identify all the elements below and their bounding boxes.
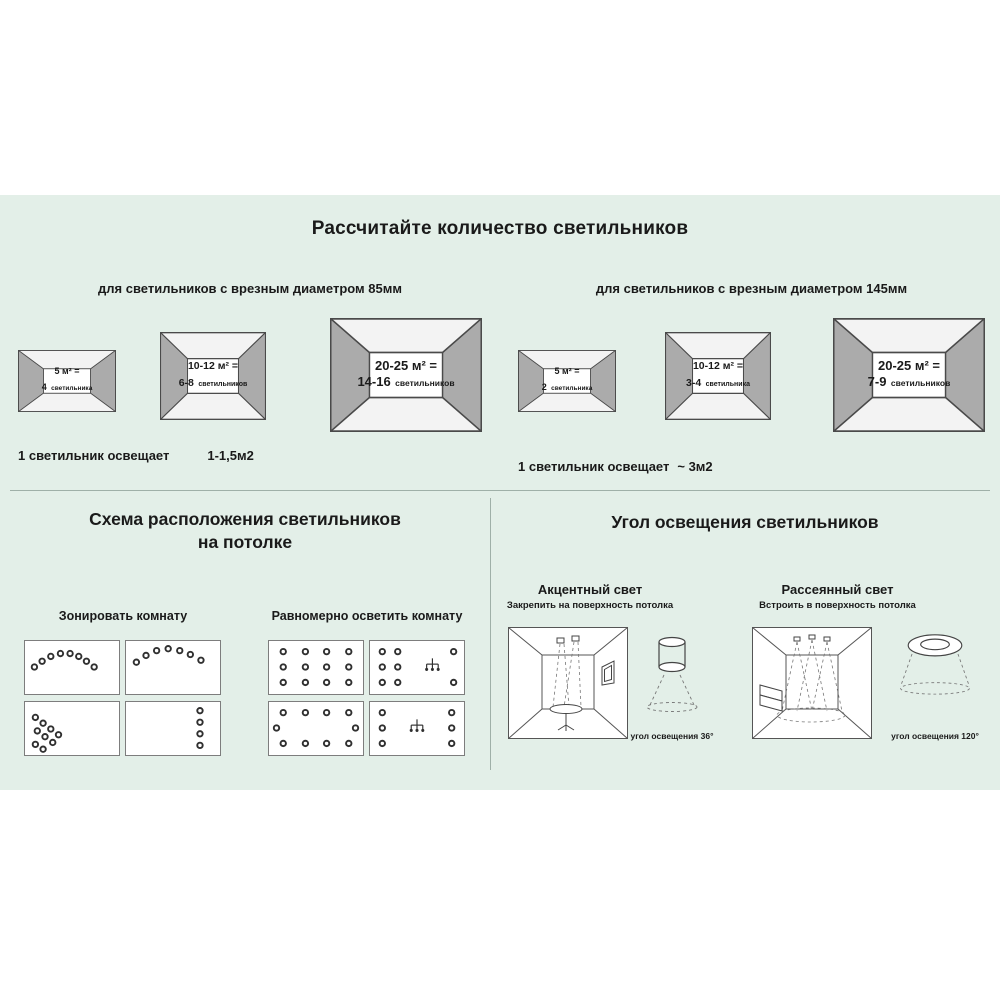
room-unit: светильников [890,378,951,389]
layout-panel-even-3 [268,701,364,756]
room-diagram-145-20-25m2: 20-25 м² = 7-9 светильников [833,318,985,432]
diffuse-angle-caption: угол освещения 120° [891,731,979,741]
ceiling-downlight-icons [793,634,831,642]
footnote-145-label: 1 светильник освещает [518,459,670,474]
angle-section-title: Угол освещения светильников [611,512,879,532]
footnote-85: 1 светильник освещает 1-1,5м2 [18,448,254,463]
lamp-dot-pattern [279,647,353,687]
room-unit: светильника [705,380,750,388]
footnote-85-value: 1-1,5м2 [207,448,254,463]
room-diagram-85-10-12m2: 10-12 м² = 6-8 светильников [160,332,266,420]
room-label: 20-25 м² = 14-16 светильников [330,318,482,432]
lamp-dot-pattern [272,708,360,748]
diffuse-room-illustration [752,627,872,739]
room-unit: светильников [395,378,455,389]
room-label: 10-12 м² = 6-8 светильников [160,332,266,420]
layout-panel-zoning-1 [24,640,120,695]
footnote-85-label: 1 светильник освещает [18,448,170,463]
accent-angle-caption: угол освещения 36° [630,731,714,741]
layout-section-title: Схема расположения светильников на потол… [0,508,490,554]
ceiling-spot-icons [556,635,580,644]
room-count: 2 [541,381,547,392]
horizontal-divider [10,490,990,491]
room-unit: светильника [51,384,93,392]
lamp-dot-pattern [31,713,63,753]
chandelier-icon [424,657,441,672]
room-area: 10-12 м² = [692,360,744,373]
room-diagram-85-20-25m2: 20-25 м² = 14-16 светильников [330,318,482,432]
room-count: 4 [41,381,47,392]
group-label-even: Равномерно осветить комнату [271,609,463,623]
spot-light-icon [640,631,704,723]
wide-light-cone [900,653,970,695]
diffuse-heading: Рассеянный свет [781,582,894,597]
wall-picture-icon [601,660,615,686]
lamp-dot-pattern [378,708,456,748]
room-diagram-145-10-12m2: 10-12 м² = 3-4 светильника [665,332,771,420]
room-count: 3-4 [686,376,702,389]
room-unit: светильников [198,380,248,388]
vertical-divider [490,498,491,770]
accent-heading: Акцентный свет [537,582,643,597]
lamp-dot-pattern [30,649,98,671]
layout-panel-even-2 [369,640,465,695]
layout-panel-zoning-2 [125,640,221,695]
page-title: Рассчитайте количество светильников [311,218,689,239]
room-area: 5 м² = [554,366,580,377]
room-diagram-145-5m2: 5 м² = 2 светильника [518,350,616,412]
room-area: 20-25 м² = [877,357,940,373]
room-area: 20-25 м² = [374,357,437,373]
layout-title-line2: на потолке [197,532,293,553]
lamp-dot-pattern [196,707,204,750]
lamp-dot-pattern [378,647,458,687]
room-count: 14-16 [357,374,391,390]
footnote-145: 1 светильник освещает ~ 3м2 [518,459,713,474]
table-icon [549,704,583,731]
room-area: 10-12 м² = [187,360,239,373]
layout-panel-even-4 [369,701,465,756]
room-label: 20-25 м² = 7-9 светильников [833,318,985,432]
heading-diameter-85: для светильников с врезным диаметром 85м… [98,281,402,296]
chandelier-icon [409,718,425,733]
lamp-dot-pattern [132,645,205,666]
room-diagram-85-5m2: 5 м² = 4 светильника [18,350,116,412]
room-count: 7-9 [867,374,887,390]
room-label: 10-12 м² = 3-4 светильника [665,332,771,420]
layout-title-line1: Схема расположения светильников [89,509,401,529]
room-label: 5 м² = 4 светильника [18,350,116,412]
content-band: Рассчитайте количество светильников для … [0,195,1000,790]
footnote-145-value: ~ 3м2 [677,459,713,474]
layout-panel-zoning-3 [24,701,120,756]
accent-subtitle: Закрепить на поверхность потолка [506,600,674,611]
group-label-zoning: Зонировать комнату [58,609,188,623]
diffuse-light-cones [776,639,846,723]
diffuse-subtitle: Встроить в поверхность потолка [759,600,916,611]
narrow-light-cone [646,674,698,712]
downlight-icon [898,631,972,719]
room-unit: светильника [551,384,593,392]
room-count: 6-8 [178,376,194,389]
layout-panel-even-1 [268,640,364,695]
room-label: 5 м² = 2 светильника [518,350,616,412]
sofa-icon [759,684,783,712]
layout-panel-zoning-4 [125,701,221,756]
room-area: 5 м² = [54,366,80,377]
accent-light-cones [552,641,582,708]
heading-diameter-145: для светильников с врезным диаметром 145… [595,281,908,296]
accent-room-illustration [508,627,628,739]
